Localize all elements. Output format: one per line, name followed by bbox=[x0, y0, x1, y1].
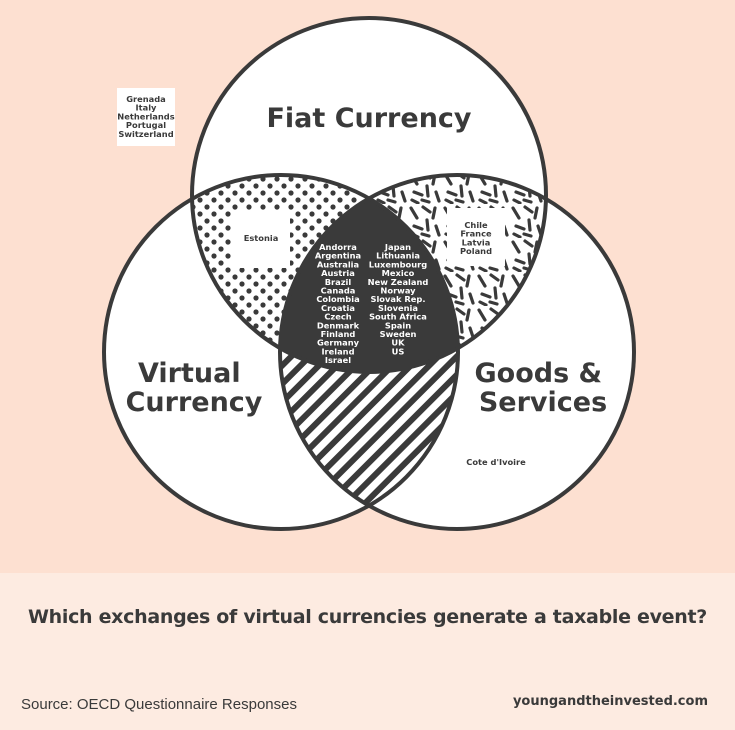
country-label: Norway bbox=[380, 286, 416, 296]
country-label: Austria bbox=[321, 268, 355, 278]
goods-title-line-1: Goods & bbox=[474, 358, 602, 389]
footer-panel bbox=[0, 573, 735, 730]
country-label: Australia bbox=[317, 259, 359, 269]
country-label: Colombia bbox=[316, 294, 359, 304]
country-label: Sweden bbox=[380, 329, 417, 339]
country-label: New Zealand bbox=[368, 277, 429, 287]
site-url: youngandtheinvested.com bbox=[512, 694, 708, 709]
venn-diagram: Fiat Currency Virtual Currency Goods & S… bbox=[102, 16, 636, 531]
country-label: Argentina bbox=[315, 251, 361, 261]
country-label: Lithuania bbox=[376, 251, 420, 261]
fiat-goods-box bbox=[447, 208, 505, 266]
fiat-title: Fiat Currency bbox=[266, 103, 471, 134]
country-label: UK bbox=[391, 338, 405, 348]
country-label: Israel bbox=[325, 355, 351, 365]
country-label: Estonia bbox=[244, 233, 279, 243]
country-label: Slovenia bbox=[378, 303, 418, 313]
country-label: Switzerland bbox=[118, 129, 173, 139]
fiat-virtual-country-list: Estonia bbox=[244, 233, 279, 243]
country-label: Finland bbox=[321, 329, 356, 339]
country-label: Germany bbox=[317, 338, 360, 348]
country-label: Poland bbox=[460, 246, 492, 256]
country-label: South Africa bbox=[369, 312, 427, 322]
country-label: Czech bbox=[324, 312, 351, 322]
country-label: Mexico bbox=[382, 268, 415, 278]
country-label: Netherlands bbox=[117, 111, 174, 121]
country-label: Slovak Rep. bbox=[370, 294, 425, 304]
virtual-title-line-1: Virtual bbox=[138, 358, 241, 389]
country-label: Portugal bbox=[126, 120, 166, 130]
goods-only-country-list: Cote d'Ivoire bbox=[466, 457, 526, 467]
country-label: Denmark bbox=[317, 320, 360, 330]
country-label: Brazil bbox=[325, 277, 352, 287]
country-label: Croatia bbox=[321, 303, 355, 313]
country-label: Canada bbox=[321, 286, 356, 296]
country-label: Ireland bbox=[321, 346, 354, 356]
goods-title-line-2: Services bbox=[479, 387, 607, 418]
outside-box bbox=[117, 88, 175, 146]
estonia-box bbox=[232, 210, 290, 268]
question-caption: Which exchanges of virtual currencies ge… bbox=[28, 606, 707, 628]
country-label: France bbox=[460, 229, 492, 239]
country-label: Andorra bbox=[319, 242, 357, 252]
country-label: Cote d'Ivoire bbox=[466, 457, 526, 467]
virtual-title-line-2: Currency bbox=[126, 387, 263, 418]
svg-text:Virtual Currency: Virtual Currency bbox=[126, 358, 263, 418]
source-note: Source: OECD Questionnaire Responses bbox=[21, 696, 297, 713]
country-label: Chile bbox=[464, 220, 488, 230]
all-three-left-column: AndorraArgentinaAustraliaAustriaBrazilCa… bbox=[315, 242, 361, 365]
country-label: Spain bbox=[385, 320, 411, 330]
country-label: Japan bbox=[384, 242, 411, 252]
svg-text:Goods & Services: Goods & Services bbox=[474, 358, 611, 418]
country-label: Latvia bbox=[462, 237, 491, 247]
country-label: US bbox=[392, 346, 405, 356]
country-label: Italy bbox=[136, 103, 157, 113]
outside-country-list: GrenadaItalyNetherlandsPortugalSwitzerla… bbox=[117, 94, 174, 139]
country-label: Grenada bbox=[126, 94, 166, 104]
country-label: Luxembourg bbox=[369, 259, 427, 269]
